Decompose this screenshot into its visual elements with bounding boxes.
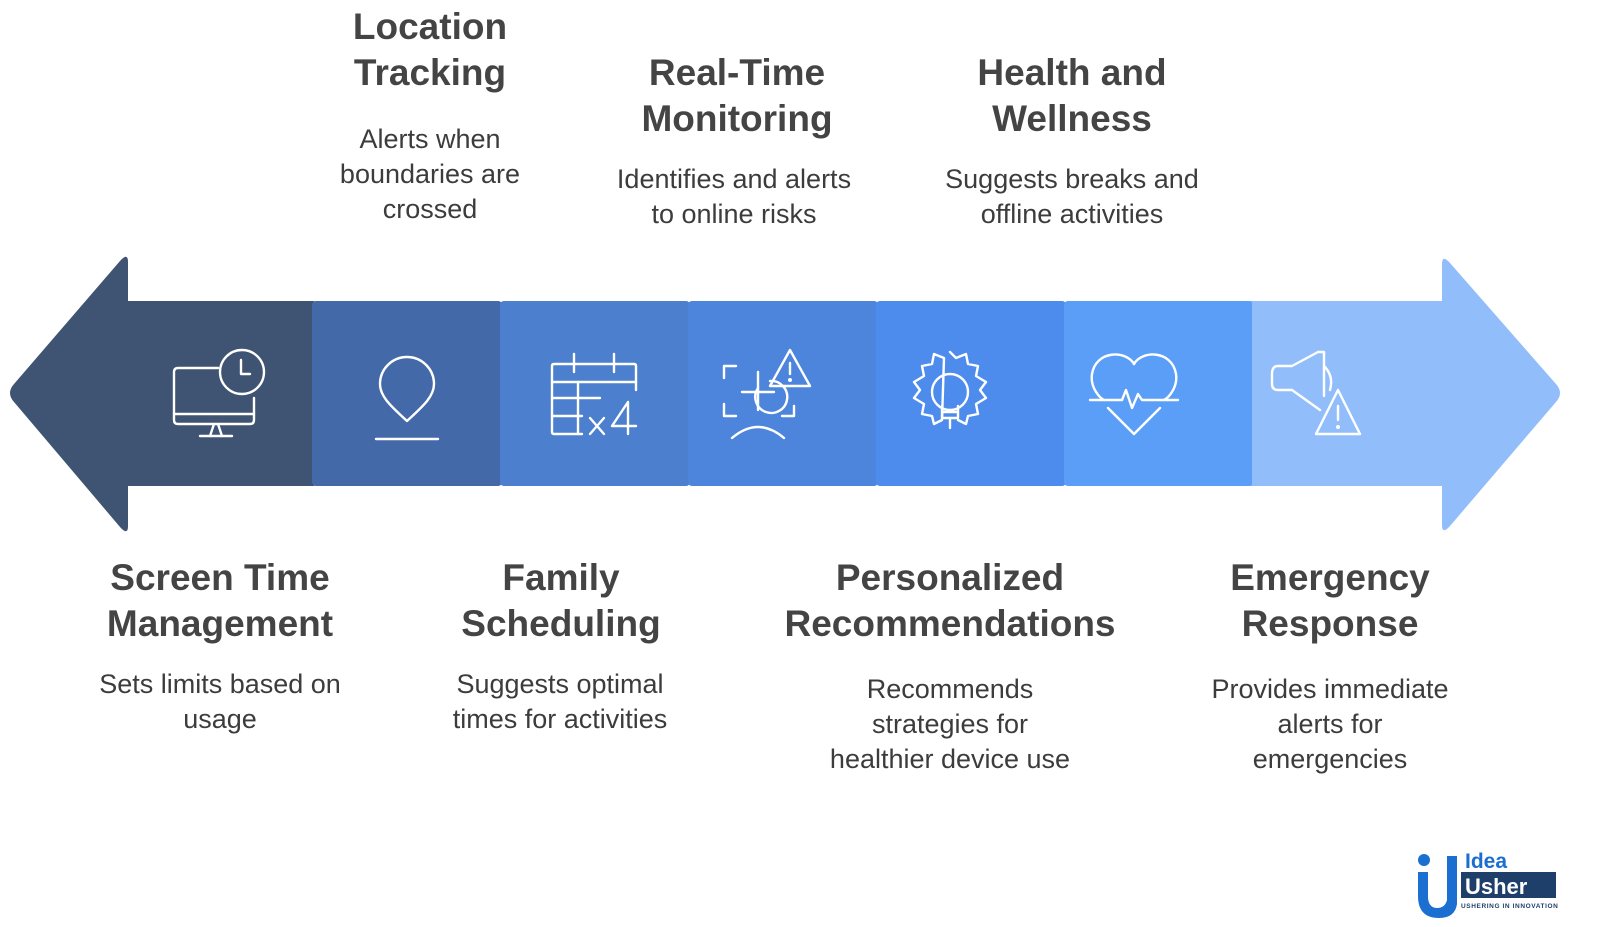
desc-line: Recommends bbox=[866, 674, 1034, 704]
title-line: Location bbox=[352, 6, 508, 47]
gear-bulb-icon bbox=[912, 350, 988, 430]
arrow-right-head bbox=[1252, 258, 1560, 531]
arrow-segment-2 bbox=[312, 301, 502, 486]
arrow-segment-5 bbox=[876, 301, 1066, 486]
title-line: Emergency bbox=[1230, 557, 1430, 598]
desc-line: offline activities bbox=[980, 199, 1164, 229]
title-line: Personalized bbox=[835, 557, 1065, 598]
arrow-segment-6 bbox=[1064, 301, 1254, 486]
title-line: Screen Time bbox=[110, 557, 330, 598]
speaker-alert-icon bbox=[1270, 350, 1362, 436]
screen-time-desc: Sets limits based on usage bbox=[70, 667, 370, 737]
real-time-monitoring-title: Real-Time Monitoring bbox=[587, 50, 887, 142]
logo-u-mark bbox=[1418, 856, 1457, 918]
title-line: Health and bbox=[977, 52, 1167, 93]
logo-tagline: USHERING IN INNOVATION bbox=[1461, 903, 1558, 910]
arrow-segment-4 bbox=[688, 301, 878, 486]
logo-word-usher-bg bbox=[1461, 872, 1556, 898]
emergency-response-desc: Provides immediate alerts for emergencie… bbox=[1180, 672, 1480, 777]
desc-line: healthier device use bbox=[829, 744, 1071, 774]
screen-time-title: Screen Time Management bbox=[70, 555, 370, 647]
desc-line: Alerts when bbox=[359, 124, 501, 154]
title-line: Recommendations bbox=[784, 603, 1116, 644]
title-line: Scheduling bbox=[461, 603, 661, 644]
desc-line: alerts for bbox=[1277, 709, 1383, 739]
calendar-x4-icon bbox=[550, 352, 638, 436]
title-line: Response bbox=[1241, 603, 1419, 644]
family-scheduling-title: Family Scheduling bbox=[411, 555, 711, 647]
desc-line: Suggests breaks and bbox=[945, 164, 1199, 194]
desc-line: boundaries are bbox=[339, 159, 521, 189]
desc-line: Provides immediate bbox=[1211, 674, 1449, 704]
title-line: Monitoring bbox=[641, 98, 833, 139]
personalized-title: Personalized Recommendations bbox=[750, 555, 1150, 647]
desc-line: crossed bbox=[382, 194, 478, 224]
personalized-desc: Recommends strategies for healthier devi… bbox=[800, 672, 1100, 777]
title-line: Tracking bbox=[353, 52, 507, 93]
title-line: Family bbox=[502, 557, 620, 598]
logo-word-idea: Idea bbox=[1465, 850, 1507, 873]
family-scheduling-desc: Suggests optimal times for activities bbox=[410, 667, 710, 737]
health-wellness-desc: Suggests breaks and offline activities bbox=[922, 162, 1222, 232]
title-line: Real-Time bbox=[648, 52, 826, 93]
arrow-segment-3 bbox=[500, 301, 690, 486]
desc-line: times for activities bbox=[452, 704, 668, 734]
real-time-monitoring-desc: Identifies and alerts to online risks bbox=[584, 162, 884, 232]
arrow-left-head bbox=[10, 256, 314, 532]
monitor-clock-icon bbox=[172, 348, 266, 438]
desc-line: Suggests optimal bbox=[456, 669, 664, 699]
map-pin-icon bbox=[374, 355, 440, 441]
logo-word-usher: Usher bbox=[1465, 874, 1528, 899]
desc-line: emergencies bbox=[1252, 744, 1408, 774]
location-tracking-desc: Alerts when boundaries are crossed bbox=[280, 122, 580, 227]
desc-line: Identifies and alerts bbox=[616, 164, 852, 194]
logo-dot bbox=[1418, 854, 1430, 866]
title-line: Management bbox=[106, 603, 334, 644]
idea-usher-logo: Idea Usher USHERING IN INNOVATION bbox=[1418, 850, 1558, 918]
desc-line: Sets limits based on bbox=[99, 669, 341, 699]
scan-alert-icon bbox=[722, 348, 812, 440]
desc-line: strategies for bbox=[871, 709, 1029, 739]
location-tracking-title: Location Tracking bbox=[280, 4, 580, 96]
heart-pulse-icon bbox=[1088, 353, 1180, 436]
desc-line: to online risks bbox=[651, 199, 817, 229]
desc-line: usage bbox=[183, 704, 257, 734]
health-wellness-title: Health and Wellness bbox=[922, 50, 1222, 142]
title-line: Wellness bbox=[992, 98, 1152, 139]
emergency-response-title: Emergency Response bbox=[1180, 555, 1480, 647]
